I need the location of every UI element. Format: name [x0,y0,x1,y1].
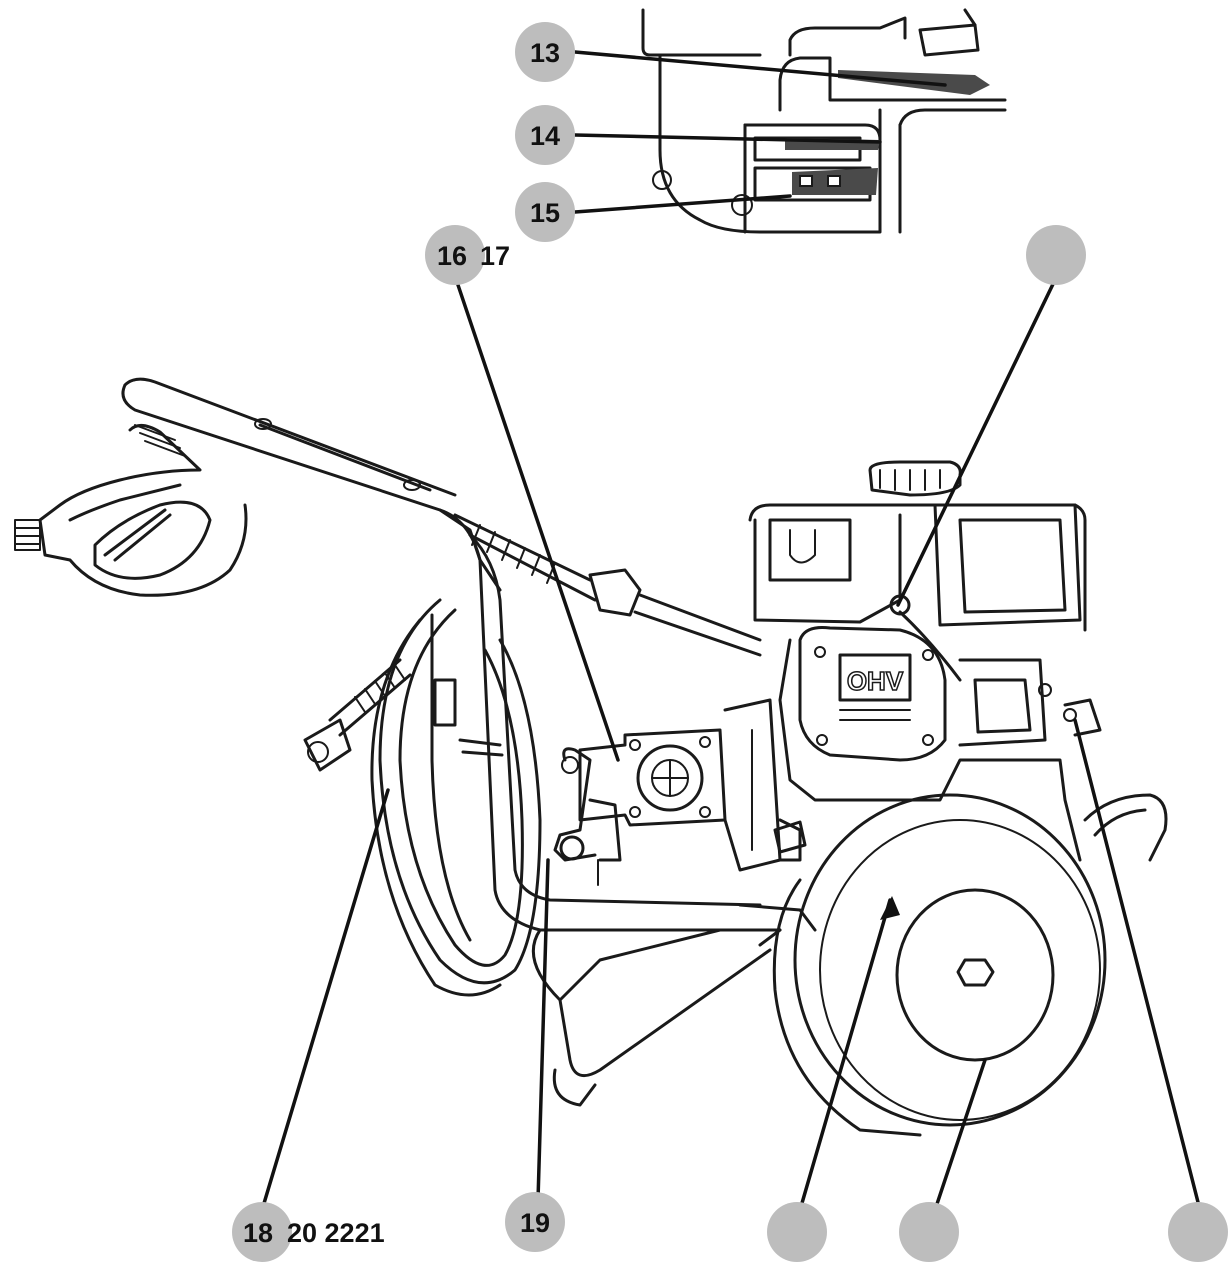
callout-15: 15 [515,182,575,242]
callout-circle [767,1202,827,1262]
handle-frame [433,508,782,932]
callout-label-15: 15 [530,198,560,228]
callout-circle [1168,1202,1228,1262]
callout-label-20-22: 20 2221 [287,1218,385,1248]
callout-wheel [899,1202,959,1262]
leader-lever [1073,718,1202,1212]
inset-control-panel [641,8,1007,234]
callout-14: 14 [515,105,575,165]
pump [553,698,802,886]
callout-circle [515,22,575,82]
leader-14 [573,133,882,144]
callout-label-16: 16 [437,241,467,271]
callout-engine [1026,225,1086,285]
callout-19: 19 [505,1192,565,1252]
base-frame [531,903,817,1107]
callout-16-17: 16 17 [425,225,510,285]
leader-18 [260,788,390,1212]
leader-wheel [933,1058,987,1212]
callout-circle [515,105,575,165]
callout-label-13: 13 [530,38,560,68]
hose-coil [303,598,542,997]
callout-circle [1026,225,1086,285]
leader-19 [536,858,550,1202]
leader-engine [896,280,1056,607]
callout-circle [515,182,575,242]
callout-circle [899,1202,959,1262]
callout-label-19: 19 [520,1208,550,1238]
callout-circle [505,1192,565,1252]
callout-circle [232,1202,292,1262]
engine: OHV [748,460,1168,862]
leader-frame [798,898,892,1212]
leader-13 [573,50,947,87]
callout-label-17: 17 [480,241,510,271]
leader-15 [573,194,792,214]
callout-frame [767,1202,827,1262]
callout-13: 13 [515,22,575,82]
callout-circle [425,225,485,285]
callout-label-14: 14 [530,121,560,151]
wheel [772,793,1107,1137]
engine-badge: OHV [847,666,904,696]
callout-lever [1168,1202,1228,1262]
leader-16 [456,283,620,762]
callout-label-18: 18 [243,1218,273,1248]
callout-18-22: 18 20 2221 [232,1202,385,1262]
spray-gun [14,377,762,657]
leader-lines [260,50,1202,1212]
